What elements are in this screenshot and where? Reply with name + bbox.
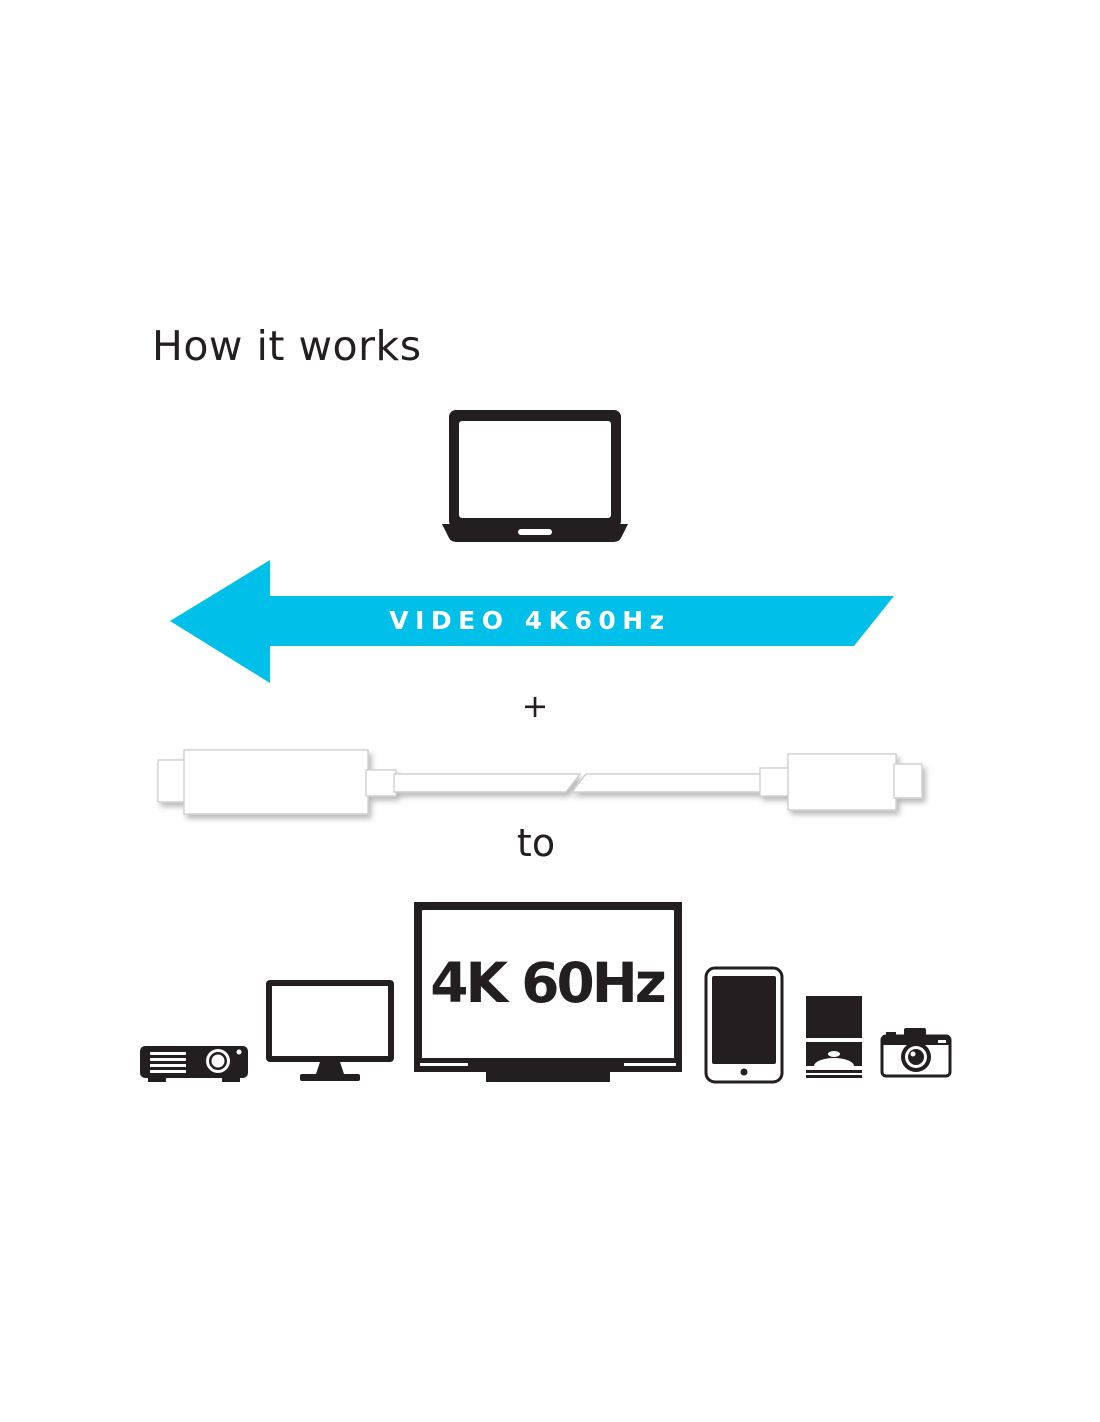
connector-word: to — [516, 821, 556, 865]
usb-c-cable-icon — [157, 749, 923, 815]
camera-icon — [880, 1028, 952, 1078]
page-title: How it works — [152, 322, 422, 370]
monitor-icon — [266, 980, 394, 1081]
tablet-icon — [704, 966, 784, 1084]
display-resolution-label: 4K 60Hz — [430, 951, 667, 1015]
disc-player-icon — [806, 996, 862, 1078]
plus-sign: + — [521, 687, 549, 725]
video-arrow — [170, 560, 894, 683]
tv-icon — [414, 902, 682, 1082]
projector-icon — [140, 1046, 248, 1082]
arrow-label: VIDEO 4K60Hz — [389, 606, 671, 635]
laptop-icon — [442, 410, 628, 542]
